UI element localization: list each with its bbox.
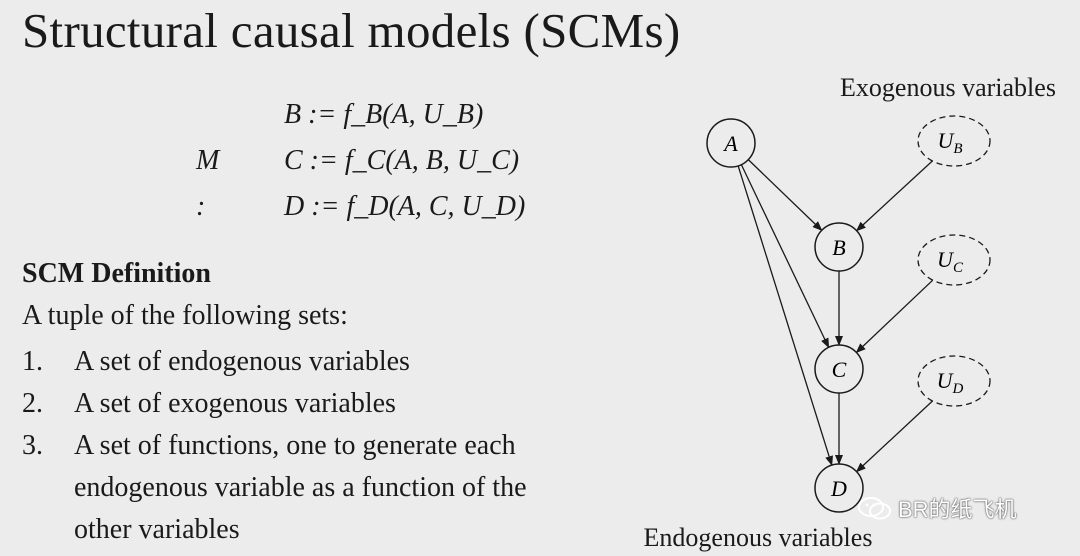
node-d-label: D [830, 476, 847, 501]
list-item: 2. A set of exogenous variables [22, 383, 562, 425]
definition-list: 1. A set of endogenous variables 2. A se… [22, 341, 562, 551]
list-text: A set of exogenous variables [74, 388, 396, 419]
model-symbol: M : [196, 145, 220, 222]
list-number: 1. [22, 346, 43, 377]
node-b: B [814, 222, 864, 272]
edge-a-to-c [740, 164, 830, 349]
node-ub-subscript: B [953, 141, 962, 157]
watermark-text: BR的纸飞机 [898, 497, 1017, 522]
node-uc-subscript: C [953, 260, 964, 276]
watermark: BR的纸飞机 [858, 492, 1017, 524]
chat-bubble-icon [858, 497, 891, 520]
list-item: 3. A set of functions, one to generate e… [22, 425, 562, 551]
node-uc: UC [917, 234, 991, 286]
edge-ub-to-b [855, 160, 933, 232]
node-ud-subscript: D [952, 381, 964, 397]
node-uc-label: U [937, 247, 955, 272]
node-c-label: C [832, 357, 847, 382]
node-d: D [814, 463, 864, 513]
list-text: A set of functions, one to generate each… [74, 430, 527, 545]
node-ud: UD [917, 355, 991, 407]
node-a: A [706, 118, 756, 168]
edge-a-to-b [747, 159, 823, 232]
edge-uc-to-c [855, 279, 934, 354]
slide-title: Structural causal models (SCMs) [22, 3, 681, 58]
node-ud-label: U [937, 368, 955, 393]
list-text: A set of endogenous variables [74, 346, 410, 377]
svg-text:UB: UB [937, 128, 962, 157]
equation-b: B := f_B(A, U_B) [284, 99, 484, 130]
svg-text:UD: UD [937, 368, 964, 397]
list-item: 1. A set of endogenous variables [22, 341, 562, 383]
definition-intro: A tuple of the following sets: [22, 300, 348, 331]
equation-c: C := f_C(A, B, U_C) [284, 145, 520, 176]
edge-a-to-d [737, 165, 833, 467]
list-number: 3. [22, 430, 43, 461]
node-ub-label: U [937, 128, 955, 153]
exogenous-label: Exogenous variables [840, 73, 1056, 102]
equation-d: D := f_D(A, C, U_D) [284, 191, 526, 222]
endogenous-label: Endogenous variables [644, 523, 873, 552]
definition-heading: SCM Definition [22, 258, 211, 289]
node-a-label: A [722, 131, 738, 156]
edge-ud-to-d [855, 400, 933, 473]
node-b-label: B [832, 235, 845, 260]
node-ub: UB [917, 115, 991, 167]
list-number: 2. [22, 388, 43, 419]
svg-text:UC: UC [937, 247, 964, 276]
edges-group [737, 159, 934, 473]
node-c: C [814, 344, 864, 394]
